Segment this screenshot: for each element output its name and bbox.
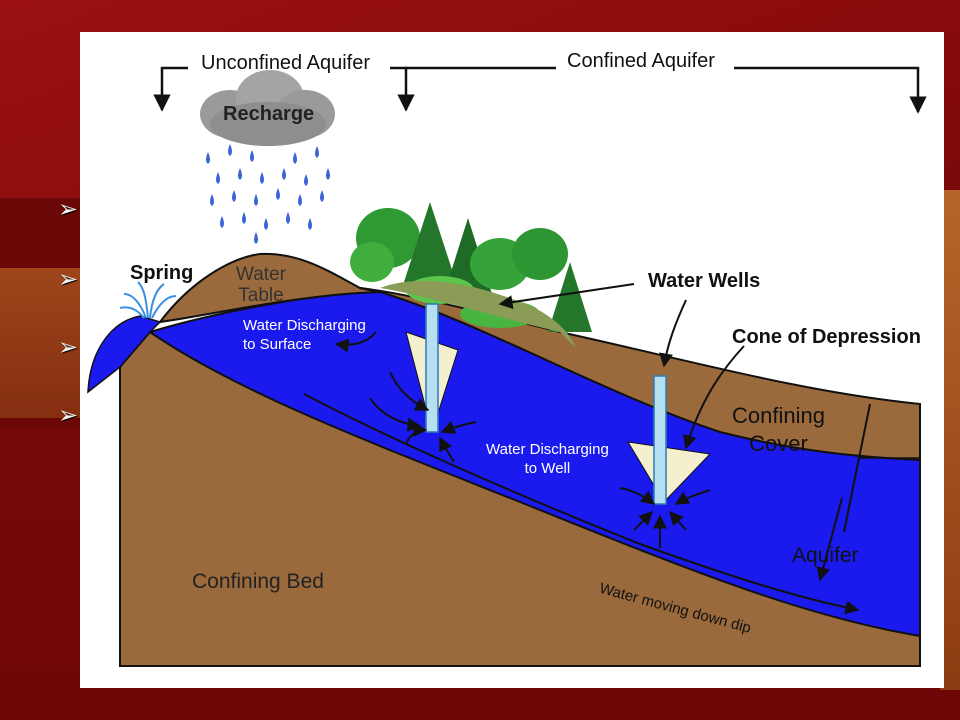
- flow-arrows: [303, 283, 860, 615]
- water-wells-label: Water Wells: [648, 270, 761, 292]
- well-pipe-1: [425, 303, 439, 433]
- confining-cover-line2: Cover: [749, 431, 808, 456]
- fault-line: [843, 403, 871, 533]
- bullet-icon: ➢: [57, 401, 79, 429]
- cone-of-depression-2: [627, 441, 712, 503]
- water-table-line2: Table: [238, 285, 284, 306]
- spring-fountain-icon: [119, 281, 177, 319]
- slide-orange-band: [0, 268, 90, 418]
- water-table-hill: [157, 252, 381, 324]
- water-table-label: Water Table: [236, 264, 286, 306]
- water-table-line1: Water: [236, 264, 286, 285]
- cloud-icon: [200, 70, 335, 146]
- confining-cover-label: Confining Cover: [732, 402, 825, 458]
- discharge-surface-line2: to Surface: [243, 336, 312, 353]
- aquifer-diagram-svg: [87, 66, 927, 667]
- discharge-surface-line1: Water Discharging: [243, 317, 366, 334]
- discharge-well-line1: Water Discharging: [486, 441, 609, 458]
- recharge-label: Recharge: [223, 103, 315, 125]
- bullet-icon: ➢: [57, 265, 79, 293]
- spring-pool: [87, 315, 162, 394]
- confined-aquifer-label: Confined Aquifer: [567, 50, 715, 72]
- discharge-well-label: Water Discharging to Well: [486, 440, 609, 478]
- well-pipe-2: [653, 375, 667, 505]
- trees-icon: [350, 202, 592, 348]
- discharge-well-line2: to Well: [524, 460, 571, 477]
- confining-bed-label: Confining Bed: [192, 570, 324, 593]
- unconfined-aquifer-label: Unconfined Aquifer: [201, 52, 371, 74]
- discharge-surface-label: Water Discharging to Surface: [243, 316, 366, 354]
- bullet-icon: ➢: [57, 333, 79, 361]
- cone-of-depression-label: Cone of Depression: [732, 326, 921, 348]
- slide-right-band: [940, 190, 960, 690]
- aquifer-label: Aquifer: [792, 544, 859, 567]
- aquifer-diagram: Unconfined Aquifer Confined Aquifer Rech…: [80, 32, 944, 688]
- rain-drops: [206, 144, 330, 244]
- spring-label: Spring: [130, 262, 194, 284]
- confining-cover-line1: Confining: [732, 403, 825, 428]
- bullet-icon: ➢: [57, 195, 79, 223]
- aquifer-brackets: [153, 66, 927, 114]
